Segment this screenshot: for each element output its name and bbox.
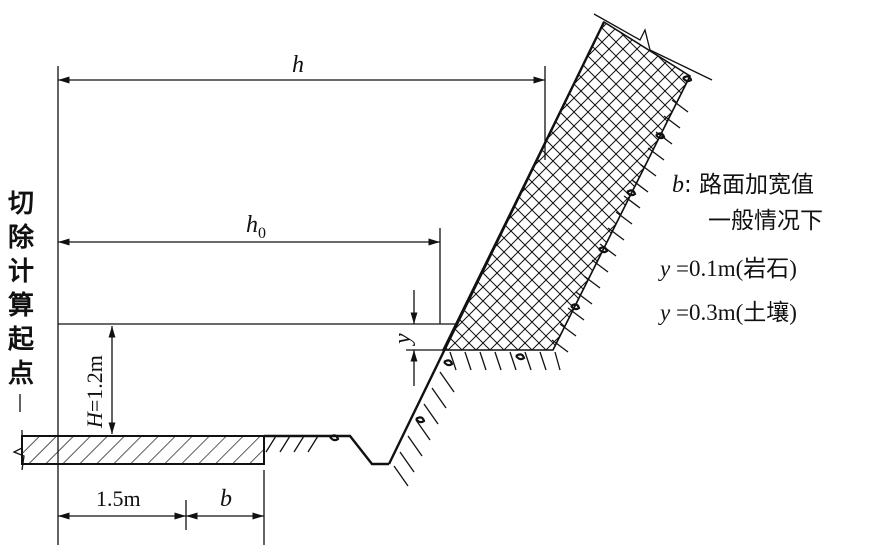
cut-region-crosshatch (441, 20, 692, 351)
label-h0-base: h (246, 212, 258, 238)
legend-b-desc: : 路面加宽值 (684, 172, 814, 198)
legend: b: 路面加宽值 一般情况下 y =0.1m(岩石) y =0.3m(土壤) (658, 172, 823, 325)
legend-soil-value: =0.3m(土壤) (670, 300, 797, 325)
label-h0-subscript: 0 (258, 225, 266, 242)
ground-hatch-left-slope (393, 371, 455, 487)
legend-general: 一般情况下 (708, 208, 823, 234)
legend-line-b: b: 路面加宽值 (672, 172, 814, 198)
label-width: 1.5m (96, 486, 141, 511)
label-h: h (292, 52, 304, 78)
side-char-1: 除 (8, 222, 35, 253)
pavement-layer (21, 435, 265, 465)
label-H-value: =1.2m (82, 355, 107, 412)
side-ditch (264, 434, 389, 466)
legend-line-soil: y =0.3m(土壤) (658, 300, 797, 325)
side-char-2: 计 (8, 257, 34, 287)
break-line-left (12, 430, 25, 471)
legend-b-var: b (672, 172, 684, 198)
new-slope-line (387, 21, 606, 465)
side-label-cut-start: 切 除 计 算 起 点 (8, 189, 35, 412)
label-h0: h0 (246, 212, 266, 242)
side-char-5: 点 (8, 358, 34, 389)
ditch-hatch (265, 435, 319, 453)
legend-rock-var: y (658, 256, 671, 281)
label-H: H=1.2m (82, 355, 107, 429)
label-y: y (390, 333, 416, 346)
rock-symbols (329, 75, 693, 442)
label-H-var: H (82, 411, 107, 429)
legend-line-rock: y =0.1m(岩石) (658, 256, 797, 281)
legend-rock-value: =0.1m(岩石) (670, 256, 797, 281)
break-line-top (593, 13, 713, 81)
legend-soil-var: y (658, 300, 671, 325)
label-b: b (220, 486, 232, 512)
side-char-0: 切 (8, 189, 34, 219)
side-char-3: 算 (8, 290, 34, 321)
side-char-4: 起 (8, 325, 35, 355)
